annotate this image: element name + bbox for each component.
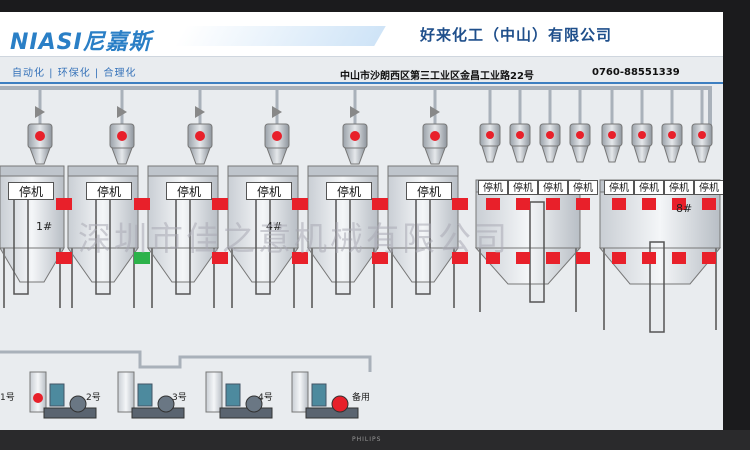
phone-number: 0760-88551339 — [592, 67, 680, 78]
pump-room — [0, 350, 372, 419]
valve-closed — [516, 198, 530, 210]
vacuum-pump-unit — [29, 371, 97, 419]
silo-number: 4# — [266, 220, 283, 233]
address: 中山市沙朗西区第三工业区金昌工业路22号 — [340, 71, 534, 82]
valve-closed — [212, 252, 228, 264]
hopper-loader — [569, 123, 591, 163]
hopper-loader — [691, 123, 713, 163]
valve-closed — [134, 198, 150, 210]
silo-status: 停机 — [86, 182, 132, 200]
feed-pipe — [430, 88, 440, 124]
hopper-loader — [27, 123, 53, 165]
valve-closed — [576, 198, 590, 210]
hopper-loader — [342, 123, 368, 165]
hopper-loader — [422, 123, 448, 165]
valve-closed — [486, 252, 500, 264]
header-bar: NIASI尼嘉斯 好来化工（中山）有限公司 — [0, 12, 723, 57]
valve-closed — [576, 252, 590, 264]
feed-pipe — [35, 88, 45, 124]
silo-status: 停机 — [406, 182, 452, 200]
hopper-loader — [601, 123, 623, 163]
valve-closed — [612, 252, 626, 264]
feed-pipes — [35, 88, 704, 124]
valve-closed — [452, 252, 468, 264]
valve-closed — [672, 252, 686, 264]
watermark: 深圳市佳之意机械有限公司 — [78, 219, 510, 258]
company-logo: NIASI尼嘉斯 — [10, 30, 152, 55]
multi-hopper-loaders — [479, 123, 713, 163]
valve-closed — [546, 198, 560, 210]
silo-status: 停机 — [538, 180, 568, 195]
silo-status: 停机 — [568, 180, 598, 195]
silo-status: 停机 — [326, 182, 372, 200]
slogan: 自动化 | 环保化 | 合理化 — [12, 68, 137, 79]
valve-closed — [486, 198, 500, 210]
valve-closed — [292, 252, 308, 264]
valves — [56, 198, 716, 264]
monitor-bezel — [0, 430, 750, 450]
silo-status: 停机 — [604, 180, 634, 195]
hopper-loader — [109, 123, 135, 165]
company-name: 好来化工（中山）有限公司 — [420, 26, 613, 44]
hopper-loader — [264, 123, 290, 165]
hopper-loader — [509, 123, 531, 163]
pump-label: 4号 — [258, 393, 273, 403]
silo-number: 8# — [676, 202, 693, 215]
monitor-brand: PHILIPS — [352, 436, 382, 443]
silo-status: 停机 — [694, 180, 723, 195]
header-divider — [0, 82, 723, 84]
feed-pipe — [272, 88, 282, 124]
hopper-loaders — [27, 123, 448, 165]
feed-pipe — [195, 88, 205, 124]
valve-closed — [212, 198, 228, 210]
valve-closed — [546, 252, 560, 264]
scada-screen: NIASI尼嘉斯 好来化工（中山）有限公司 自动化 | 环保化 | 合理化 中山… — [0, 12, 723, 432]
valve-closed — [372, 252, 388, 264]
pump-label: 备用 — [352, 393, 371, 403]
valve-closed — [672, 198, 686, 210]
valve-closed — [452, 198, 468, 210]
valve-open — [134, 252, 150, 264]
feed-pipe — [117, 88, 127, 124]
valve-closed — [612, 198, 626, 210]
vacuum-pump-unit — [117, 371, 185, 419]
silo-status: 停机 — [8, 182, 54, 200]
vacuum-pump-unit — [205, 371, 273, 419]
hopper-loader — [187, 123, 213, 165]
top-conveying-pipe — [0, 86, 712, 132]
silo-status: 停机 — [508, 180, 538, 195]
valve-closed — [56, 198, 72, 210]
silo-status: 停机 — [246, 182, 292, 200]
silo-number: 1# — [36, 220, 53, 233]
pump-label: 2号 — [86, 393, 101, 403]
pump-label: 1号 — [0, 393, 15, 403]
valve-closed — [642, 198, 656, 210]
silo-status: 停机 — [166, 182, 212, 200]
vacuum-pump-unit — [291, 371, 359, 419]
valve-closed — [642, 252, 656, 264]
valve-closed — [702, 252, 716, 264]
valve-closed — [56, 252, 72, 264]
silo-status: 停机 — [634, 180, 664, 195]
pump-label: 3号 — [172, 393, 187, 403]
valve-closed — [516, 252, 530, 264]
valve-closed — [372, 198, 388, 210]
hopper-loader — [661, 123, 683, 163]
hopper-loader — [631, 123, 653, 163]
hopper-loader — [479, 123, 501, 163]
valve-closed — [702, 198, 716, 210]
vacuum-pipe — [0, 350, 372, 372]
feed-pipe — [350, 88, 360, 124]
hopper-loader — [539, 123, 561, 163]
silo-status: 停机 — [664, 180, 694, 195]
silo-status: 停机 — [478, 180, 508, 195]
valve-closed — [292, 198, 308, 210]
